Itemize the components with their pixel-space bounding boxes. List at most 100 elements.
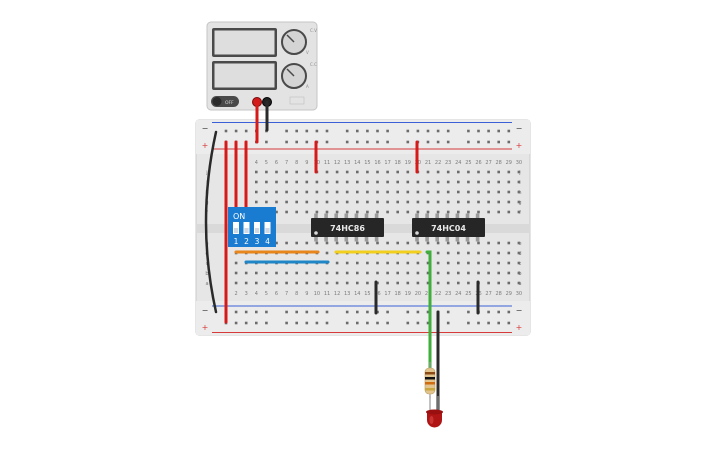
terminal-hole[interactable] xyxy=(265,170,268,174)
rail-hole[interactable] xyxy=(315,129,319,133)
terminal-hole[interactable] xyxy=(386,241,389,245)
terminal-hole[interactable] xyxy=(457,200,460,204)
terminal-hole[interactable] xyxy=(386,190,389,194)
terminal-hole[interactable] xyxy=(366,190,369,194)
rail-hole[interactable] xyxy=(406,129,410,133)
rail-hole[interactable] xyxy=(366,140,369,144)
terminal-hole[interactable] xyxy=(436,210,440,214)
rail-hole[interactable] xyxy=(477,129,480,133)
terminal-hole[interactable] xyxy=(305,241,309,245)
terminal-hole[interactable] xyxy=(345,190,349,194)
terminal-hole[interactable] xyxy=(335,261,339,265)
terminal-hole[interactable] xyxy=(265,271,268,275)
rail-hole[interactable] xyxy=(446,129,450,133)
rail-hole[interactable] xyxy=(467,140,470,144)
resistor[interactable] xyxy=(424,362,436,398)
terminal-hole[interactable] xyxy=(457,281,460,285)
rail-hole[interactable] xyxy=(345,129,349,133)
rail-hole[interactable] xyxy=(295,321,298,325)
terminal-hole[interactable] xyxy=(467,200,470,204)
rail-hole[interactable] xyxy=(224,129,228,133)
terminal-hole[interactable] xyxy=(265,281,268,285)
terminal-hole[interactable] xyxy=(426,200,430,204)
terminal-hole[interactable] xyxy=(517,200,521,204)
chip-74hc86[interactable]: 74HC86 xyxy=(311,213,384,242)
terminal-hole[interactable] xyxy=(457,241,460,245)
terminal-hole[interactable] xyxy=(356,170,359,174)
terminal-hole[interactable] xyxy=(345,281,349,285)
rail-hole[interactable] xyxy=(386,129,389,133)
terminal-hole[interactable] xyxy=(305,180,309,184)
terminal-hole[interactable] xyxy=(396,190,399,194)
rail-hole[interactable] xyxy=(497,310,500,314)
terminal-hole[interactable] xyxy=(446,180,450,184)
rail-hole[interactable] xyxy=(406,310,410,314)
terminal-hole[interactable] xyxy=(446,281,450,285)
terminal-hole[interactable] xyxy=(426,180,430,184)
terminal-hole[interactable] xyxy=(255,200,258,204)
terminal-hole[interactable] xyxy=(517,241,521,245)
terminal-hole[interactable] xyxy=(406,200,410,204)
output-to-resistor-wire[interactable] xyxy=(425,250,432,384)
terminal-hole[interactable] xyxy=(315,210,319,214)
terminal-hole[interactable] xyxy=(244,281,248,285)
terminal-hole[interactable] xyxy=(446,200,450,204)
terminal-hole[interactable] xyxy=(497,271,500,275)
rail-hole[interactable] xyxy=(386,140,389,144)
terminal-hole[interactable] xyxy=(477,241,480,245)
terminal-hole[interactable] xyxy=(416,200,420,204)
terminal-hole[interactable] xyxy=(416,281,420,285)
terminal-hole[interactable] xyxy=(386,261,389,265)
rail-hole[interactable] xyxy=(376,321,379,325)
terminal-hole[interactable] xyxy=(406,241,410,245)
terminal-hole[interactable] xyxy=(416,271,420,275)
rail-hole[interactable] xyxy=(234,129,238,133)
rail-hole[interactable] xyxy=(234,321,238,325)
terminal-hole[interactable] xyxy=(315,241,319,245)
terminal-hole[interactable] xyxy=(285,180,288,184)
terminal-hole[interactable] xyxy=(285,271,288,275)
terminal-hole[interactable] xyxy=(517,190,521,194)
rail-hole[interactable] xyxy=(416,321,420,325)
terminal-hole[interactable] xyxy=(467,241,470,245)
terminal-hole[interactable] xyxy=(467,170,470,174)
rail-hole[interactable] xyxy=(406,140,410,144)
terminal-hole[interactable] xyxy=(416,210,420,214)
terminal-hole[interactable] xyxy=(446,241,450,245)
terminal-hole[interactable] xyxy=(436,261,440,265)
rail-hole[interactable] xyxy=(487,321,490,325)
rail-hole[interactable] xyxy=(295,129,298,133)
terminal-hole[interactable] xyxy=(366,281,369,285)
terminal-hole[interactable] xyxy=(345,261,349,265)
rail-hole[interactable] xyxy=(315,321,319,325)
rail-hole[interactable] xyxy=(305,140,309,144)
terminal-hole[interactable] xyxy=(234,271,238,275)
terminal-hole[interactable] xyxy=(467,210,470,214)
rail-hole[interactable] xyxy=(244,321,248,325)
terminal-hole[interactable] xyxy=(396,170,399,174)
terminal-hole[interactable] xyxy=(517,271,521,275)
terminal-hole[interactable] xyxy=(366,170,369,174)
terminal-hole[interactable] xyxy=(507,241,511,245)
terminal-hole[interactable] xyxy=(335,180,339,184)
terminal-hole[interactable] xyxy=(507,180,511,184)
terminal-hole[interactable] xyxy=(396,180,399,184)
terminal-hole[interactable] xyxy=(325,180,329,184)
terminal-hole[interactable] xyxy=(436,180,440,184)
terminal-hole[interactable] xyxy=(436,170,440,174)
rail-hole[interactable] xyxy=(315,310,319,314)
terminal-hole[interactable] xyxy=(325,241,329,245)
terminal-hole[interactable] xyxy=(295,190,298,194)
terminal-hole[interactable] xyxy=(497,281,500,285)
terminal-hole[interactable] xyxy=(406,271,410,275)
terminal-hole[interactable] xyxy=(285,281,288,285)
terminal-hole[interactable] xyxy=(487,200,490,204)
terminal-hole[interactable] xyxy=(396,241,399,245)
terminal-hole[interactable] xyxy=(325,190,329,194)
terminal-hole[interactable] xyxy=(275,170,278,174)
terminal-hole[interactable] xyxy=(406,281,410,285)
terminal-hole[interactable] xyxy=(497,190,500,194)
rail-hole[interactable] xyxy=(345,321,349,325)
terminal-hole[interactable] xyxy=(255,170,258,174)
